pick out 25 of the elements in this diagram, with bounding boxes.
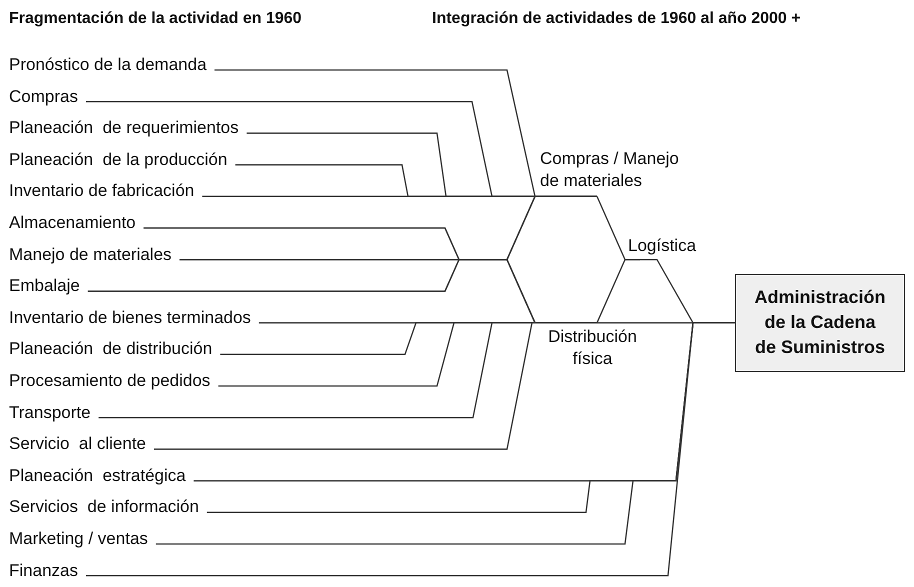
activity-label: Planeación de distribución: [9, 339, 212, 358]
activity-label: Servicios de información: [9, 497, 199, 516]
activity-label: Servicio al cliente: [9, 434, 146, 454]
activity-label: Planeación de requerimientos: [9, 118, 239, 138]
activity-label: Almacenamiento: [9, 213, 136, 232]
activity-label: Manejo de materiales: [9, 244, 172, 264]
activity-label: Pronóstico de la demanda: [9, 55, 207, 74]
connector-line: [596, 258, 640, 324]
heading: Fragmentación de la actividad en 1960: [9, 10, 302, 28]
heading: Integración de actividades de 1960 al año 2000 +: [432, 10, 801, 28]
activity-label: Inventario de fabricación: [9, 181, 194, 200]
activity-label: Embalaje: [9, 276, 80, 296]
connector-line: [154, 322, 597, 450]
activity-label: Planeación de la producción: [9, 150, 228, 169]
group-label: Distribución física: [548, 326, 637, 368]
activity-label: Planeación estratégica: [9, 466, 186, 485]
activity-label: Procesamiento de pedidos: [9, 371, 210, 390]
group-label: Compras / Manejo de materiales: [540, 149, 679, 190]
activity-label: Finanzas: [9, 560, 78, 580]
result-box: Administración de la Cadena de Suministros: [735, 274, 905, 372]
activity-label: Compras: [9, 86, 78, 106]
activity-label: Inventario de bienes terminados: [9, 308, 251, 327]
activity-label: Marketing / ventas: [9, 529, 148, 548]
group-label: Logística: [628, 236, 696, 255]
activity-label: Transporte: [9, 402, 91, 422]
